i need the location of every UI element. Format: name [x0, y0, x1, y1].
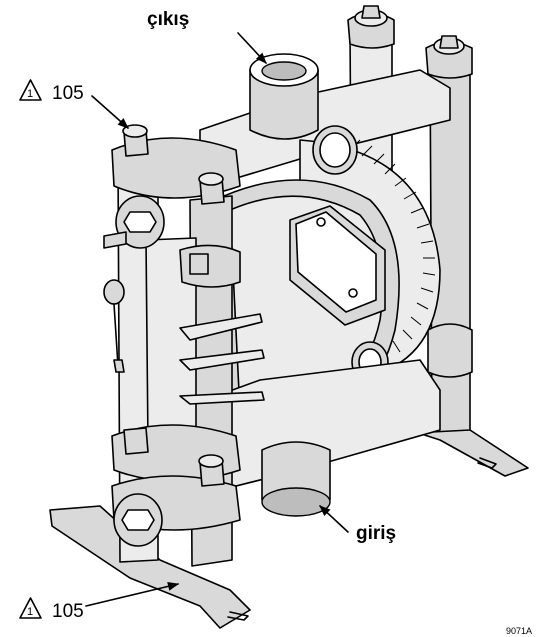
arrow-icon: [85, 581, 180, 607]
svg-text:1: 1: [27, 606, 33, 618]
arrow-icon: [319, 505, 349, 533]
inlet-label: giriş: [356, 523, 396, 544]
inlet-callout: giriş: [319, 505, 396, 544]
callout-number-top: 105: [52, 83, 84, 104]
arrow-icon: [237, 32, 267, 64]
callout-top: 1 105: [19, 79, 129, 129]
warning-triangle-icon: [19, 79, 42, 101]
outlet-callout: çıkış: [147, 9, 267, 64]
callout-bottom: 1 105: [19, 581, 180, 622]
figure-id: 9071A: [506, 626, 532, 636]
outlet-label: çıkış: [147, 9, 189, 30]
arrow-icon: [91, 95, 129, 129]
callout-number-bottom: 105: [52, 601, 84, 622]
pump-illustration: [49, 5, 529, 629]
svg-text:1: 1: [27, 88, 33, 100]
warning-triangle-icon: [19, 597, 42, 619]
